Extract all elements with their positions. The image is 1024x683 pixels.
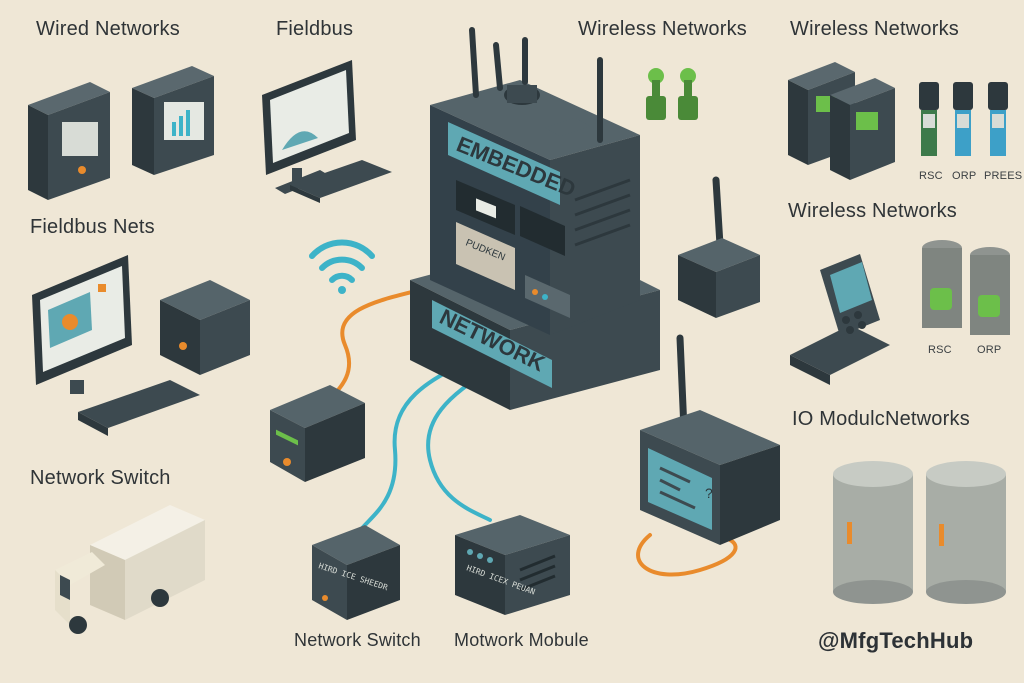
wired-server-2 xyxy=(132,66,214,175)
orange-cable-right xyxy=(636,533,738,577)
sensor-label-prees-top: PREES xyxy=(984,170,1023,182)
network-sign xyxy=(432,300,552,388)
label-fieldbus-nets: Fieldbus Nets xyxy=(30,216,155,238)
graph-icon xyxy=(282,131,318,150)
wired-server-1 xyxy=(28,82,110,200)
teal-cable-2 xyxy=(426,368,492,522)
sensor-orp-right xyxy=(970,247,1010,335)
label-wireless-networks-top-center: Wireless Networks xyxy=(578,18,747,40)
sensor-label-orp-top: ORP xyxy=(952,170,977,182)
handheld-device xyxy=(790,254,890,385)
label-fieldbus: Fieldbus xyxy=(276,18,354,40)
truck xyxy=(55,505,205,634)
sensor-prees-top xyxy=(988,82,1008,156)
wireless-router xyxy=(640,334,780,545)
sensor-orp-top xyxy=(953,82,973,156)
fieldbus-keyboard xyxy=(290,160,392,203)
router-screen-text: ? xyxy=(705,485,713,501)
label-network-module-bottom: Motwork Mobule xyxy=(454,630,589,650)
network-module xyxy=(455,515,570,615)
label-wired-networks: Wired Networks xyxy=(36,18,180,40)
teal-cable-1 xyxy=(353,358,472,542)
wireless-gateway xyxy=(678,176,760,318)
embedded-sign xyxy=(448,122,560,205)
fieldbus-nets-keyboard xyxy=(78,380,200,436)
io-cylinder-1 xyxy=(833,461,913,604)
wireless-server-2 xyxy=(830,78,895,180)
bar-chart-icon xyxy=(164,102,204,140)
fieldbus-nets-monitor xyxy=(32,255,132,394)
wireless-node-1 xyxy=(646,68,666,120)
central-embedded-tower xyxy=(410,27,660,410)
sensor-label-rsc-top: RSC xyxy=(919,170,943,182)
tower-antennas xyxy=(469,27,603,143)
pudken-panel xyxy=(456,222,515,290)
io-cylinder-2 xyxy=(926,461,1006,604)
label-wireless-networks-right: Wireless Networks xyxy=(788,200,957,222)
fieldbus-nets-box xyxy=(160,280,250,375)
wifi-icon xyxy=(309,239,375,294)
fieldbus-monitor xyxy=(262,60,356,194)
label-io-module-networks: IO ModulcNetworks xyxy=(792,408,970,430)
credit-handle: @MfgTechHub xyxy=(818,628,974,653)
network-switch-left-box xyxy=(270,385,365,482)
sensor-label-rsc-right: RSC xyxy=(928,344,952,356)
sensor-rsc-top xyxy=(919,82,939,156)
sensor-rsc-right xyxy=(922,240,962,328)
label-wireless-networks-top-right: Wireless Networks xyxy=(790,18,959,40)
server-display-icon xyxy=(62,122,98,156)
wireless-node-2 xyxy=(678,68,698,120)
network-switch-bottom xyxy=(312,525,400,620)
sensor-label-orp-right: ORP xyxy=(977,344,1002,356)
label-network-switch-bottom: Network Switch xyxy=(294,630,421,650)
label-network-switch-left: Network Switch xyxy=(30,467,171,489)
